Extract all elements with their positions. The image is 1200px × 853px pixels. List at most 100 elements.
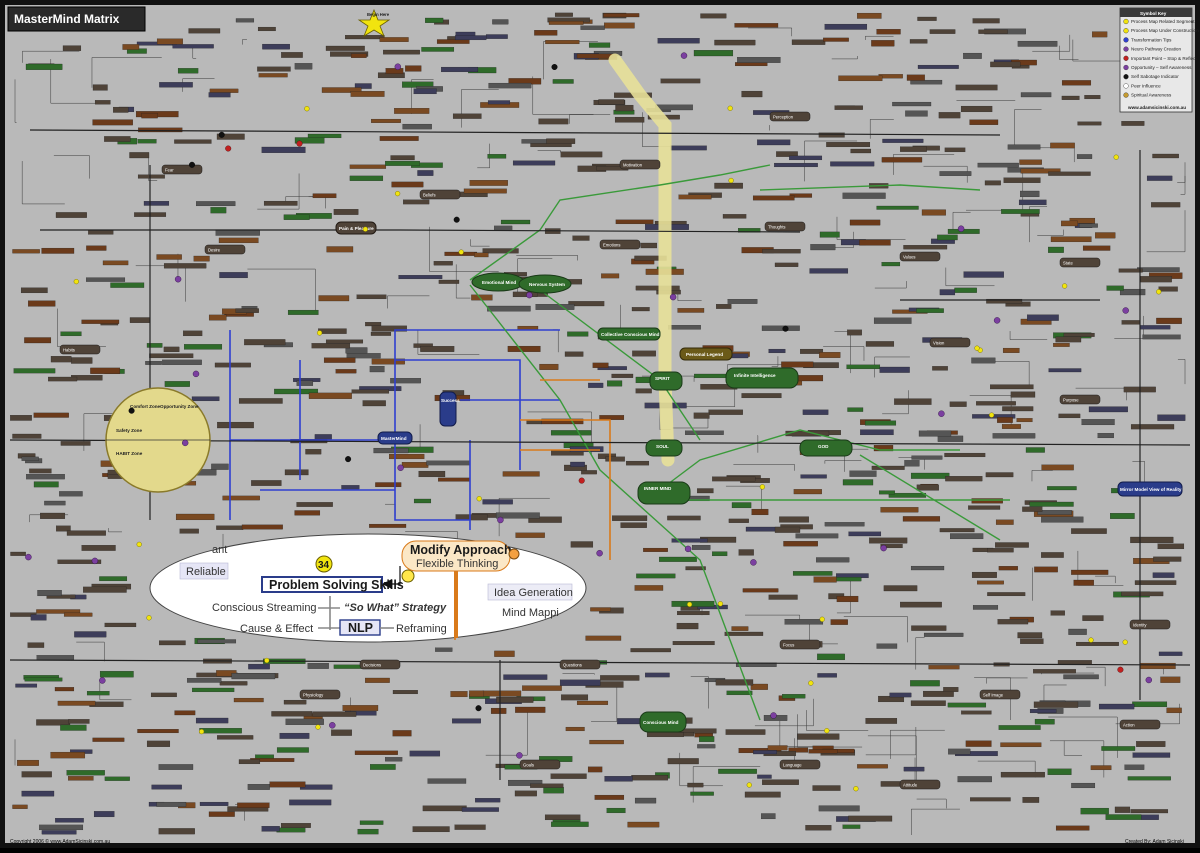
node-beliefs[interactable]: Beliefs	[420, 190, 460, 199]
node-fear[interactable]: Fear	[162, 165, 202, 174]
node-box	[165, 381, 190, 386]
node-box	[970, 798, 1010, 802]
node-emotions[interactable]: Emotions	[600, 240, 640, 249]
node-box	[581, 470, 597, 474]
node-box	[1082, 419, 1115, 425]
node-box	[104, 136, 130, 141]
node-habits[interactable]: Habits	[60, 345, 100, 354]
node-box	[138, 729, 179, 733]
lightbulb-icon	[395, 191, 400, 196]
nervous-system-node[interactable]: Nervous System	[519, 275, 571, 293]
node-box	[866, 341, 894, 346]
node-box	[728, 299, 758, 304]
node-vision[interactable]: Vision	[930, 338, 970, 347]
node-box	[1017, 418, 1033, 422]
node-box	[990, 62, 1020, 67]
node-state[interactable]: State	[1060, 258, 1100, 267]
node-box	[551, 822, 588, 827]
node-box	[515, 791, 537, 796]
node-focus[interactable]: Focus	[780, 640, 820, 649]
soul-node[interactable]: SOUL	[646, 440, 682, 456]
node-box	[1167, 708, 1182, 713]
node-motivation[interactable]: Motivation	[620, 160, 660, 169]
node-box	[825, 522, 865, 526]
node-box	[823, 38, 849, 42]
node-box	[130, 152, 150, 158]
node-box	[606, 457, 625, 462]
node-box	[958, 776, 992, 782]
node-box	[48, 377, 77, 381]
node-attitude[interactable]: Attitude	[900, 780, 940, 789]
node-box	[848, 408, 864, 412]
node-box	[560, 680, 600, 686]
node-box	[93, 85, 108, 91]
node-box	[187, 678, 221, 682]
node-box	[496, 697, 533, 703]
god-node[interactable]: GOD	[800, 440, 852, 456]
pain-pleasure-node[interactable]: Pain & Pleasure	[336, 222, 376, 234]
node-box	[1061, 221, 1078, 226]
node-label: Values	[903, 254, 916, 259]
conscious-mind-node[interactable]: Conscious Mind	[640, 712, 686, 732]
node-box	[297, 381, 313, 386]
node-box	[659, 557, 697, 562]
collective-conscious-node[interactable]: Collective Conscious Mind	[598, 328, 660, 340]
soul-label: SOUL	[656, 444, 669, 449]
node-physiology[interactable]: Physiology	[300, 690, 340, 699]
node-action[interactable]: Action	[1120, 720, 1160, 729]
node-thoughts[interactable]: Thoughts	[765, 222, 805, 231]
node-box	[950, 402, 967, 407]
more-model-label: Mirror Model View of Reality	[1120, 487, 1182, 492]
node-questions[interactable]: Questions	[560, 660, 600, 669]
node-purpose[interactable]: Purpose	[1060, 395, 1100, 404]
node-box	[262, 44, 289, 49]
node-box	[1001, 209, 1039, 213]
node-goals[interactable]: Goals	[520, 760, 560, 769]
node-box	[51, 752, 85, 758]
node-box	[152, 785, 182, 789]
node-box	[244, 339, 285, 345]
key-symbol-icon	[1124, 56, 1129, 61]
node-box	[588, 383, 603, 388]
inner-mind-node[interactable]: INNER MIND	[638, 482, 690, 504]
node-box	[69, 719, 90, 723]
node-language[interactable]: Language	[780, 760, 820, 769]
node-desire[interactable]: Desire	[205, 245, 245, 254]
emotional-mind-node[interactable]: Emotional Mind	[472, 273, 524, 291]
node-box	[545, 40, 579, 44]
more-model-node[interactable]: Mirror Model View of Reality	[1118, 482, 1182, 496]
node-decisions[interactable]: Decisions	[360, 660, 400, 669]
node-box	[716, 680, 753, 686]
node-box	[29, 469, 51, 473]
node-self-image[interactable]: Self Image	[980, 690, 1020, 699]
node-box	[1076, 642, 1119, 646]
node-box	[679, 195, 712, 199]
node-box	[612, 516, 647, 521]
stop-reflect-icon	[579, 478, 585, 484]
node-box	[1027, 315, 1058, 321]
node-box	[1069, 629, 1087, 635]
node-box	[350, 165, 386, 169]
node-box	[715, 183, 743, 189]
node-box	[403, 124, 432, 129]
mastermind-node[interactable]: MasterMind	[378, 432, 412, 444]
node-values[interactable]: Values	[900, 252, 940, 261]
node-box	[174, 140, 211, 144]
node-box	[718, 769, 756, 774]
node-box	[365, 678, 389, 683]
node-identity[interactable]: Identity	[1130, 620, 1170, 629]
infinite-intelligence-node[interactable]: Infinite Intelligence	[726, 368, 798, 388]
node-box	[761, 814, 775, 819]
reframing-label: Reframing	[396, 623, 447, 635]
node-box	[793, 571, 832, 575]
neuro-pathway-icon	[497, 517, 503, 523]
node-box	[1062, 80, 1091, 85]
node-box	[872, 466, 905, 470]
node-box	[455, 825, 486, 830]
habit-zone-label: HABIT Zone	[116, 451, 143, 456]
node-perception[interactable]: Perception	[770, 112, 810, 121]
spirit-node[interactable]: SPIRIT	[650, 372, 682, 390]
key-item-label: Opportunity – Self Awareness	[1131, 65, 1192, 70]
node-box	[961, 711, 991, 715]
personal-legend-node[interactable]: Personal Legend	[680, 348, 732, 360]
